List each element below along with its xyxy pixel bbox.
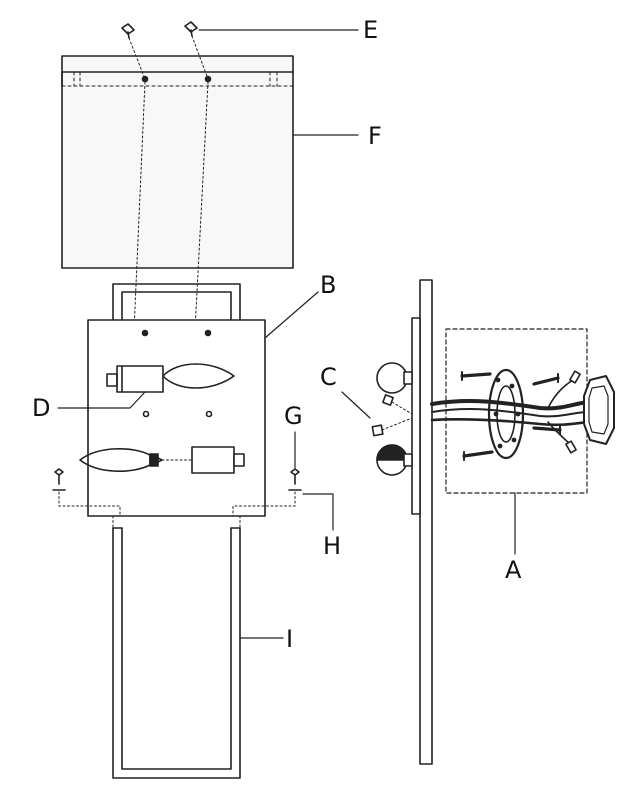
callout-c: C (320, 363, 337, 391)
side-bulb-lower (376, 444, 413, 476)
lower-arm-i (112, 515, 241, 779)
callout-e: E (363, 16, 378, 44)
leader-c (341, 391, 371, 419)
junction-box (583, 375, 615, 445)
wire-connector-c-upper (382, 394, 394, 406)
screw-h-guide-lines (58, 491, 296, 517)
shade-bracket (112, 283, 241, 321)
side-backplate (411, 279, 445, 765)
candle-bulb-upper (162, 363, 235, 389)
screw-e-right (184, 21, 198, 37)
callout-a: A (505, 556, 522, 584)
crossbar-mount (487, 368, 525, 460)
callout-b: B (320, 271, 336, 299)
screw-h-left (52, 468, 66, 491)
connector-guide-lines (381, 401, 413, 431)
callout-i: I (286, 625, 293, 653)
wire-connector-c-lower (371, 424, 384, 437)
callout-h: H (323, 532, 341, 560)
wires (430, 370, 590, 454)
backplate-b (87, 319, 266, 517)
shade-f (61, 55, 294, 269)
callout-g: G (284, 402, 303, 430)
callout-f: F (368, 122, 382, 150)
screw-guide-lines (128, 35, 209, 331)
screw-g (288, 468, 302, 491)
callout-d: D (32, 394, 50, 422)
leader-b (264, 291, 319, 339)
leader-d (57, 391, 146, 409)
socket-lower (191, 446, 245, 474)
leader-h (302, 493, 334, 531)
socket-d (106, 365, 164, 393)
screw-e-left (121, 23, 135, 39)
side-bulb-upper (376, 362, 413, 394)
